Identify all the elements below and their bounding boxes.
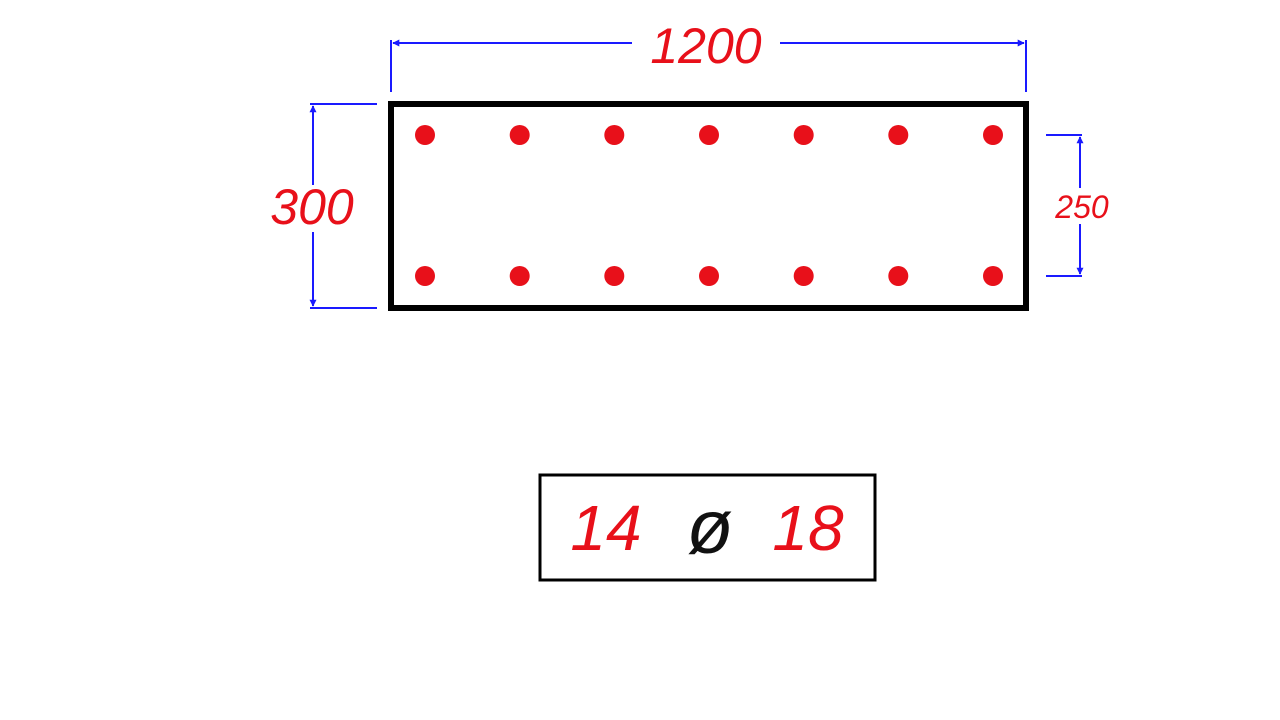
rebar-callout: 14 ø 18 [538,473,877,582]
rebar-bar [509,266,530,286]
rebar-bar [415,266,435,286]
rebar-bar [604,266,625,286]
beam-section-outline [388,101,1029,311]
callout-bar-count: 14 [570,492,641,564]
bar-spacing-dimension: 250 [1046,134,1109,277]
diameter-symbol: ø [687,485,733,570]
bar-spacing-label: 250 [1054,189,1109,225]
rebar-bar [983,125,1003,145]
rebar-bar [888,266,909,286]
rebar-bar [888,125,909,145]
width-label: 1200 [650,18,761,74]
rebar-bar [793,266,814,286]
callout-box [538,473,877,582]
width-dimension: 1200 [390,18,1027,92]
height-dimension: 300 [270,103,377,309]
rebar-bar [699,125,719,145]
callout-bar-diameter: 18 [772,492,844,564]
rebar-bar [604,125,625,145]
rebar-bars [415,125,1003,286]
height-label: 300 [270,179,354,235]
rebar-bar [415,125,435,145]
rebar-bar [983,266,1003,286]
rebar-bar [699,266,719,286]
rebar-bar [509,125,530,145]
rebar-bar [793,125,814,145]
